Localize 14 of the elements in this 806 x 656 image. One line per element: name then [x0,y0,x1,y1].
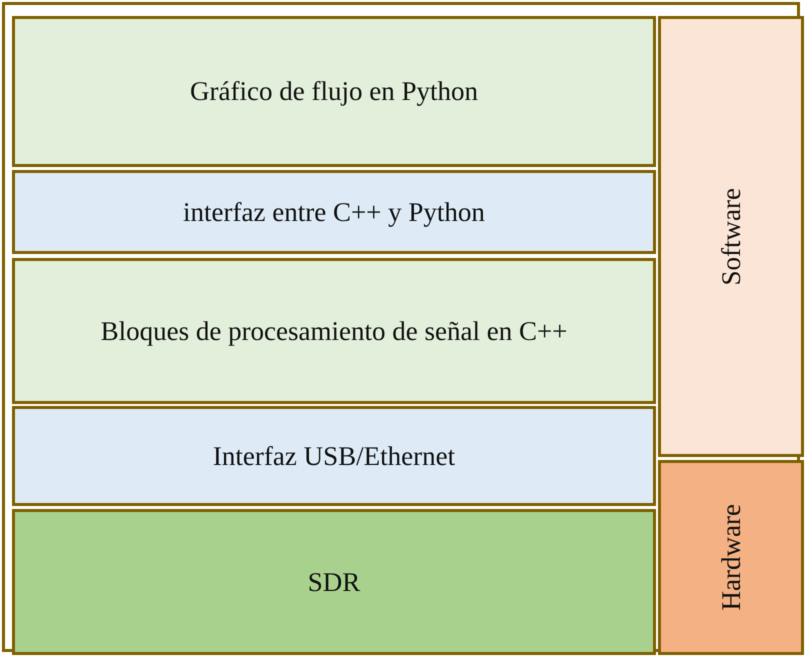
layer-box [12,509,656,655]
layer-box [12,406,656,506]
layer-label: SDR [308,566,360,598]
layer-label: Gráfico de flujo en Python [190,76,478,107]
layer-box [658,16,804,457]
layer-box [12,170,656,254]
layer-box [12,258,656,404]
layer-label: Hardware [716,504,746,611]
layer-box [658,460,804,655]
layer-label: Bloques de procesamiento de señal en C++ [100,316,568,346]
layer-label: Interfaz USB/Ethernet [212,440,456,472]
layer-box [12,16,656,167]
layer-label: interfaz entre C++ y Python [183,196,485,228]
layer-label: Software [716,188,746,286]
